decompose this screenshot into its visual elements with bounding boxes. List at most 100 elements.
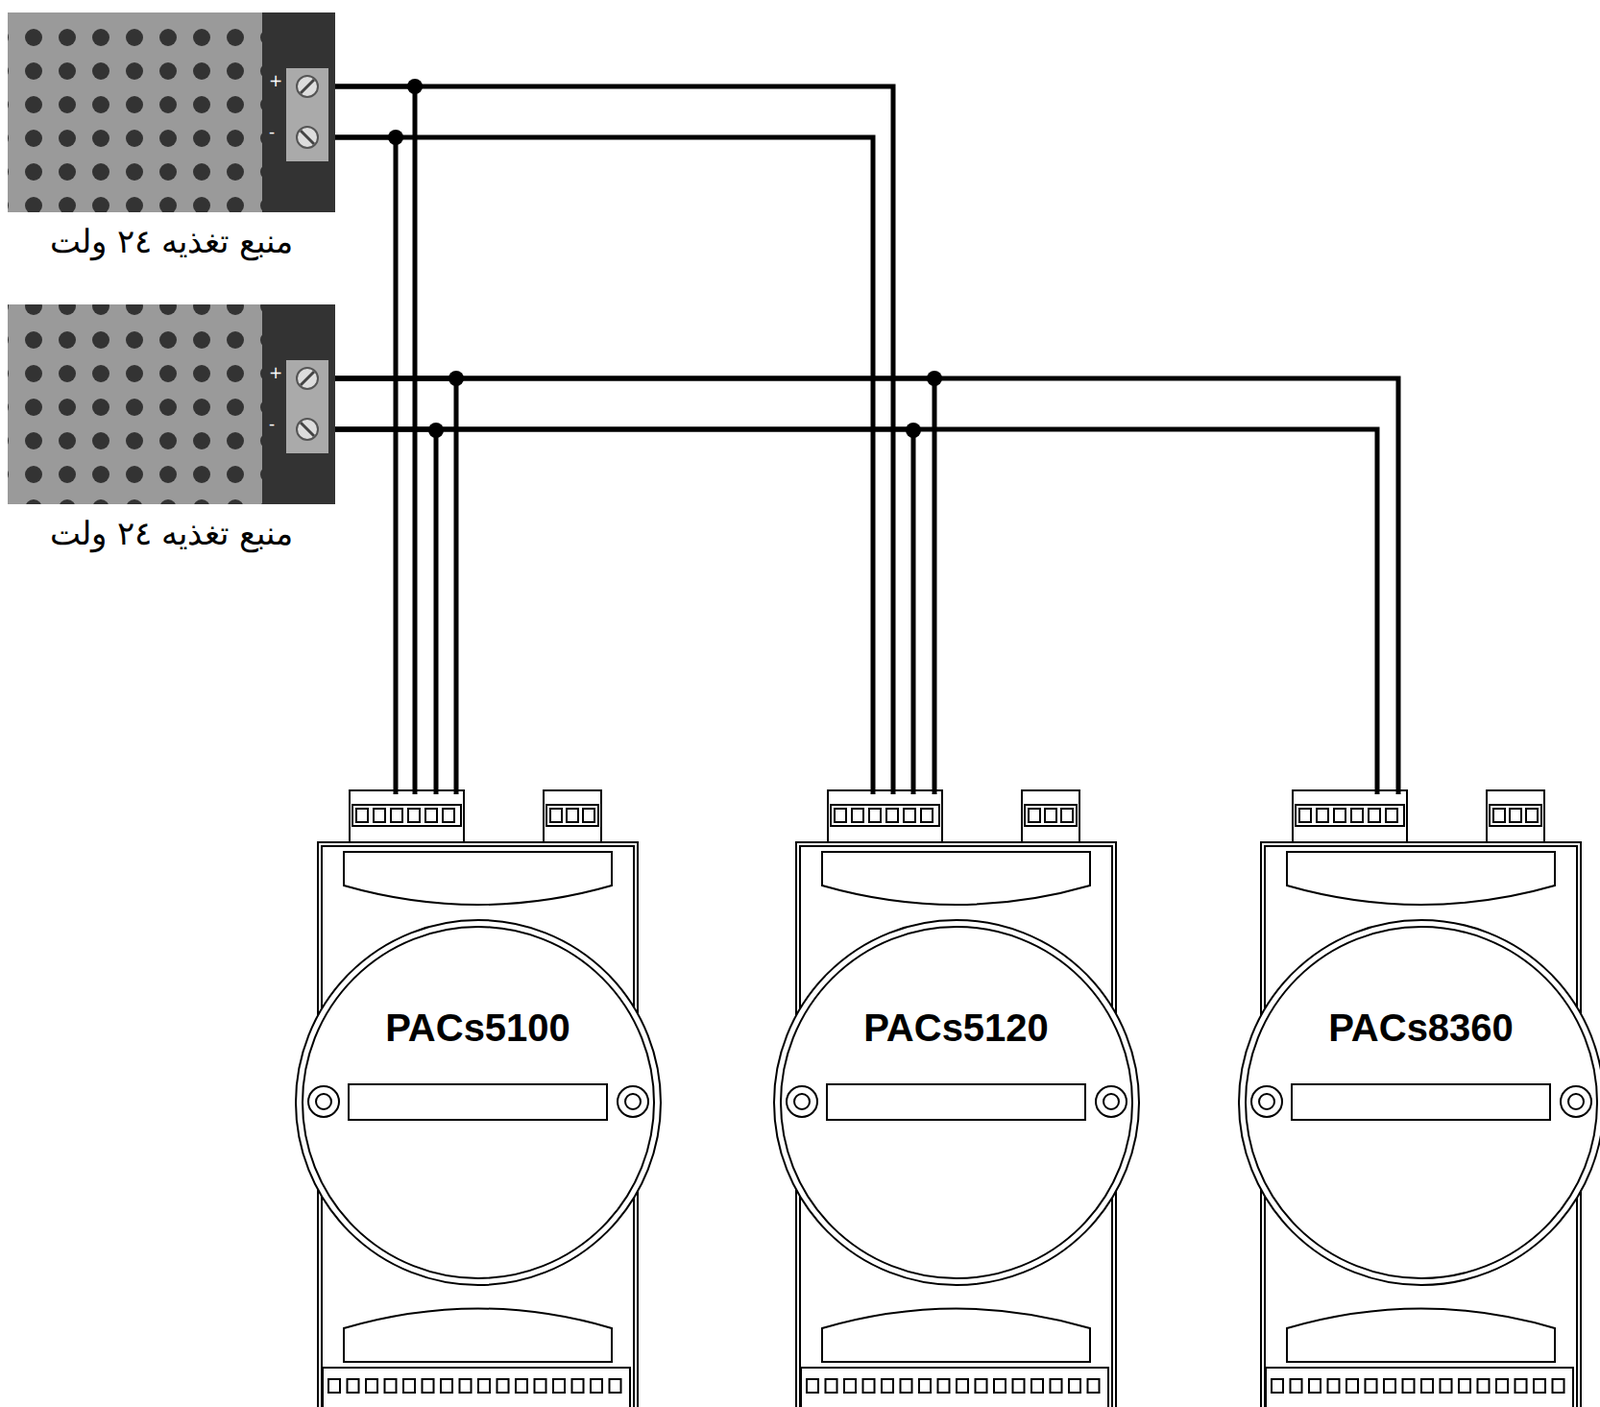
terminal-hole — [938, 1379, 950, 1393]
screw-head — [1103, 1093, 1119, 1110]
terminal-screw — [296, 75, 318, 97]
terminal-hole — [1440, 1379, 1453, 1393]
terminal-hole — [590, 1379, 603, 1393]
power-supply: منبع تغذیه ٢٤ ولت — [7, 304, 336, 505]
supply-case — [7, 12, 263, 213]
terminal-hole — [1061, 808, 1073, 823]
module-name: PACs5100 — [317, 1006, 638, 1050]
terminal-hole — [1509, 808, 1522, 823]
terminal-hole — [408, 808, 420, 823]
io-module: PACs8360 — [1260, 790, 1581, 1407]
label-slot — [1291, 1084, 1551, 1120]
screw-slot — [300, 371, 315, 386]
terminal-hole — [425, 808, 437, 823]
terminal-hole — [1068, 1379, 1081, 1393]
junction-dot — [407, 78, 423, 95]
terminal-row — [352, 804, 461, 826]
screw — [1560, 1086, 1592, 1117]
terminal-block — [262, 12, 336, 213]
terminal-hole — [1299, 808, 1311, 823]
terminal-hole — [806, 1379, 819, 1393]
terminal-hole — [373, 808, 386, 823]
terminal-hole — [919, 1379, 931, 1393]
terminal-hole — [834, 808, 847, 823]
terminal-hole — [851, 808, 864, 823]
power-wire — [335, 378, 1399, 795]
io-module: PACs5120 — [796, 790, 1116, 1407]
terminal-hole — [956, 1379, 969, 1393]
polarity-mark: - — [268, 121, 275, 142]
terminal-hole — [515, 1379, 528, 1393]
terminal-hole — [1290, 1379, 1303, 1393]
terminal-connector — [827, 790, 943, 845]
junction-dot — [905, 422, 922, 438]
terminal-hole — [1028, 808, 1041, 823]
vent-strip — [1286, 1309, 1555, 1363]
terminal-connector — [1021, 790, 1080, 845]
terminal-hole — [1316, 808, 1329, 823]
terminal-hole — [478, 1379, 490, 1393]
terminal-hole — [566, 808, 579, 823]
terminal-hole — [1346, 1379, 1358, 1393]
terminal-hole — [1309, 1379, 1321, 1393]
terminal-hole — [993, 1379, 1006, 1393]
bottom-connector — [1265, 1367, 1574, 1407]
terminal-row — [830, 804, 940, 826]
terminal-hole — [1031, 1379, 1043, 1393]
terminal-hole — [1526, 808, 1538, 823]
terminal-hole — [921, 808, 933, 823]
module-name: PACs8360 — [1260, 1006, 1581, 1050]
terminal-plate — [286, 360, 329, 454]
junction-dot — [448, 370, 464, 387]
power-wire — [335, 86, 894, 795]
terminal-hole — [1351, 808, 1363, 823]
terminal-hole — [390, 808, 403, 823]
supply-case — [7, 304, 263, 505]
polarity-mark: + — [268, 363, 283, 383]
vent-strip — [343, 1309, 612, 1363]
power-wire — [335, 86, 415, 795]
terminal-hole — [1368, 808, 1381, 823]
terminal-hole — [1552, 1379, 1565, 1393]
terminal-hole — [553, 1379, 565, 1393]
terminal-hole — [385, 1379, 397, 1393]
terminal-hole — [328, 1379, 340, 1393]
screw-slot — [300, 130, 315, 145]
screw-head — [315, 1093, 332, 1110]
terminal-plate — [286, 68, 329, 162]
terminal-hole — [1044, 808, 1057, 823]
bottom-connector — [800, 1367, 1109, 1407]
screw — [1251, 1086, 1283, 1117]
io-module: PACs5100 — [317, 790, 638, 1407]
power-wire — [335, 378, 457, 795]
terminal-connector — [1292, 790, 1407, 845]
terminal-hole — [609, 1379, 622, 1393]
module-name: PACs5120 — [796, 1006, 1116, 1050]
terminal-connector — [543, 790, 602, 845]
terminal-row — [546, 804, 599, 826]
terminal-hole — [550, 808, 562, 823]
terminal-hole — [869, 808, 881, 823]
vent-strip — [822, 1309, 1091, 1363]
terminal-hole — [356, 808, 368, 823]
terminal-hole — [886, 808, 898, 823]
terminal-hole — [1515, 1379, 1528, 1393]
supply-label: منبع تغذیه ٢٤ ولت — [7, 513, 336, 553]
screw — [617, 1086, 649, 1117]
terminal-hole — [1458, 1379, 1471, 1393]
label-slot — [826, 1084, 1086, 1120]
screw-slot — [300, 79, 315, 94]
label-slot — [348, 1084, 607, 1120]
terminal-hole — [347, 1379, 360, 1393]
terminal-hole — [1271, 1379, 1284, 1393]
terminal-hole — [1496, 1379, 1508, 1393]
terminal-hole — [1088, 1379, 1100, 1393]
terminal-hole — [1365, 1379, 1378, 1393]
terminal-hole — [1478, 1379, 1490, 1393]
cover-disc-rim — [1245, 926, 1598, 1279]
cover-disc — [1238, 920, 1600, 1285]
terminal-hole — [975, 1379, 988, 1393]
screw — [786, 1086, 818, 1117]
